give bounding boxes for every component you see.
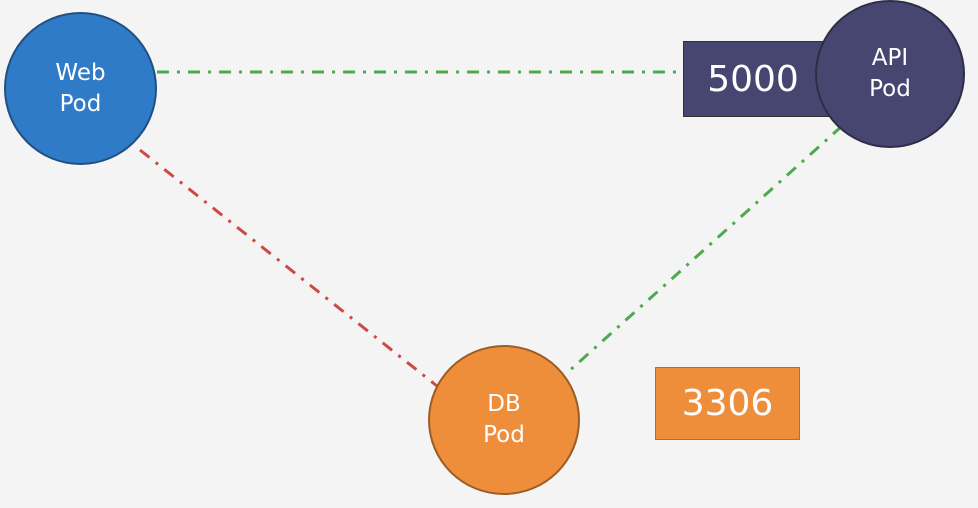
api-port-label: 5000 bbox=[707, 58, 799, 100]
db-port-box: 3306 bbox=[655, 367, 800, 440]
web-db-connection bbox=[139, 148, 438, 388]
db-pod: DB Pod bbox=[428, 345, 580, 495]
db-port-label: 3306 bbox=[681, 383, 774, 424]
api-pod: API Pod bbox=[815, 0, 965, 148]
api-pod-label-2: Pod bbox=[869, 76, 911, 102]
api-pod-label-1: API bbox=[871, 45, 909, 71]
db-pod-label-1: DB bbox=[487, 391, 521, 417]
web-pod-label-2: Pod bbox=[59, 90, 102, 117]
web-pod-label-1: Web bbox=[55, 59, 106, 86]
web-pod: Web Pod bbox=[4, 12, 157, 165]
api-db-connection bbox=[566, 124, 844, 374]
db-pod-label-2: Pod bbox=[483, 422, 525, 448]
